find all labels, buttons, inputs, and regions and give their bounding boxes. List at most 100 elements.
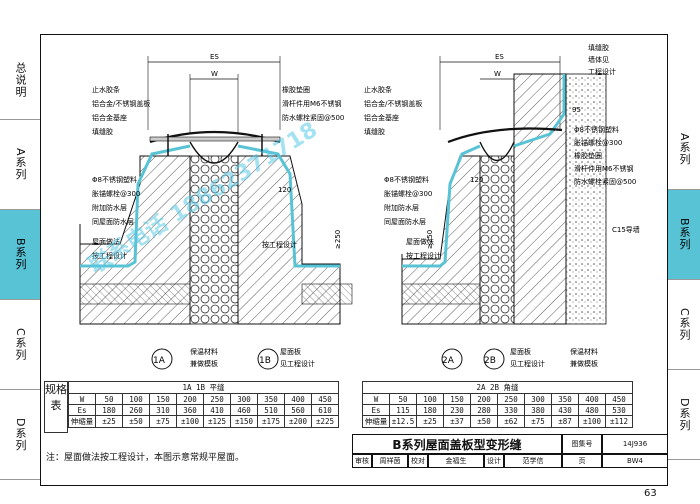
page-label: 页 — [562, 454, 602, 468]
detail-2: ES W 120 ≥250 95 2A 2B — [401, 53, 607, 370]
spec-cell: 350 — [257, 393, 285, 405]
spec-cell: 150 — [149, 393, 177, 405]
spec-cell: 610 — [311, 404, 339, 416]
spec-row-label: 伸缩量 — [362, 415, 390, 428]
sheet-title: B系列屋面盖板型变形缝 — [352, 434, 562, 454]
svg-text:1A: 1A — [153, 356, 166, 366]
callout-label: 填缝胶 — [364, 127, 385, 136]
check-label: 校对 — [408, 454, 428, 468]
callout-label: 填缝胶 — [588, 43, 609, 52]
callout-label: 保温材料 — [190, 347, 218, 356]
side-tab-3[interactable]: D系列 — [668, 370, 700, 460]
spec-cell: ±125 — [203, 415, 231, 428]
callout-label: 橡胶垫圈 — [574, 151, 602, 160]
spec-cell: 150 — [443, 393, 471, 405]
spec-cell: ±75 — [524, 415, 552, 428]
callout-label: 防水螺栓紧固@500 — [282, 113, 344, 122]
spec-cell: ±50 — [122, 415, 150, 428]
spec-cell: 380 — [524, 404, 552, 416]
spec-cell: 300 — [524, 393, 552, 405]
callout-label: 橡胶垫圈 — [282, 85, 310, 94]
detail-drawing: ES W 120 ≥250 1A 1B ES W — [79, 43, 640, 370]
side-tab-4[interactable]: D系列 — [0, 390, 40, 480]
side-tab-2[interactable]: C系列 — [668, 280, 700, 370]
side-tab-3[interactable]: C系列 — [0, 300, 40, 390]
svg-text:2A: 2A — [442, 356, 455, 366]
spec-cell: 180 — [95, 404, 123, 416]
spec-row-label: Es — [68, 404, 96, 416]
spec-cell: 460 — [230, 404, 258, 416]
side-tab-0[interactable]: 总说明 — [0, 40, 40, 120]
svg-text:1B: 1B — [259, 356, 271, 366]
callout-label: 铝合金/不锈钢盖板 — [364, 99, 422, 108]
spec-cell: 50 — [95, 393, 123, 405]
spec-cell: 250 — [497, 393, 525, 405]
callout-label: 胀锚螺栓@300 — [574, 138, 622, 147]
callout-label: Φ8不锈钢塑料 — [384, 175, 429, 184]
svg-text:ES: ES — [495, 53, 504, 61]
spec-row-label: 伸缩量 — [68, 415, 96, 428]
spec-cell: 115 — [389, 404, 417, 416]
side-tab-0[interactable]: A系列 — [668, 110, 700, 190]
svg-text:95: 95 — [572, 106, 581, 114]
spec-cell: 410 — [203, 404, 231, 416]
page-code: BW4 — [602, 454, 668, 468]
spec-cell: ±87 — [551, 415, 579, 428]
callout-label: 附加防水层 — [92, 203, 127, 212]
callout-label: 同屋面防水层 — [92, 217, 134, 226]
spec-cell: 50 — [389, 393, 417, 405]
callout-label: 同屋面防水层 — [384, 217, 426, 226]
spec-cell: 530 — [605, 404, 633, 416]
svg-text:120: 120 — [470, 176, 483, 184]
spec-cell: 480 — [578, 404, 606, 416]
spec-cell: 350 — [551, 393, 579, 405]
svg-text:ES: ES — [210, 53, 219, 61]
callout-label: 按工程设计 — [262, 240, 297, 249]
spec-cell: ±100 — [578, 415, 606, 428]
callout-label: 兼做模板 — [190, 359, 218, 368]
spec-cell: ±175 — [257, 415, 285, 428]
callout-label: 屋面板 — [280, 347, 301, 356]
spec-cell: 230 — [443, 404, 471, 416]
spec-title: 2A 2B 角缝 — [362, 381, 633, 394]
designer-name: 范学信 — [504, 454, 562, 468]
detail-1: ES W 120 ≥250 1A 1B — [79, 53, 353, 370]
callout-label: C15导墙 — [612, 225, 640, 234]
callout-label: 滑杆件用M6不锈钢 — [574, 164, 634, 173]
spec-cell: 260 — [122, 404, 150, 416]
callout-label: 止水胶条 — [92, 85, 120, 94]
reviewer-name: 周祥茵 — [372, 454, 408, 468]
spec-cell: 400 — [578, 393, 606, 405]
callout-label: 胀锚螺栓@300 — [384, 189, 432, 198]
side-tab-2[interactable]: B系列 — [0, 210, 40, 300]
spec-cell: 100 — [122, 393, 150, 405]
callout-label: 屋面做法 — [92, 237, 120, 246]
spec-cell: 450 — [605, 393, 633, 405]
callout-label: 保温材料 — [570, 347, 598, 356]
spec-title: 1A 1B 平缝 — [68, 381, 339, 394]
svg-text:W: W — [211, 70, 218, 78]
spec-cell: ±225 — [311, 415, 339, 428]
spec-cell: ±200 — [284, 415, 312, 428]
callout-label: 铝合金/不锈钢盖板 — [92, 99, 150, 108]
svg-text:2B: 2B — [484, 356, 496, 366]
atlas-label: 图集号 — [562, 434, 602, 454]
spec-cell: 400 — [284, 393, 312, 405]
review-label: 审核 — [352, 454, 372, 468]
spec-cell: 450 — [311, 393, 339, 405]
callout-label: 兼做模板 — [570, 359, 598, 368]
callout-label: 铝合金基座 — [364, 113, 399, 122]
callout-label: 按工程设计 — [92, 251, 127, 260]
title-block: B系列屋面盖板型变形缝 图集号 14J936 审核 周祥茵 校对 金福生 设计 … — [352, 434, 668, 486]
callout-label: 屋面做法 — [406, 237, 434, 246]
side-tab-1[interactable]: A系列 — [0, 120, 40, 210]
spec-cell: 100 — [416, 393, 444, 405]
spec-cell: 510 — [257, 404, 285, 416]
callout-label: 胀锚螺栓@300 — [92, 189, 140, 198]
spec-cell: ±75 — [149, 415, 177, 428]
spec-cell: ±100 — [176, 415, 204, 428]
spec-cell: ±62 — [497, 415, 525, 428]
side-tab-1[interactable]: B系列 — [668, 190, 700, 280]
